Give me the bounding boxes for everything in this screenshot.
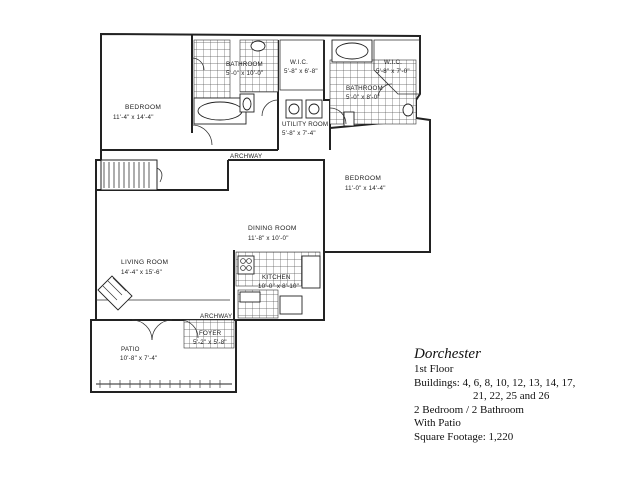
plan-title: Dorchester [414,346,481,362]
bathroom-fixtures [193,39,414,127]
wic2-name: W.I.C. [384,59,402,66]
stair-hatch [100,159,163,191]
archway-upper: ARCHWAY [230,153,262,160]
kitchen-size: 10'-0" x 8'-10" [258,283,299,290]
patio-name: PATIO [121,346,140,353]
dining-size: 11'-8" x 10'-0" [248,235,289,242]
buildings-line-1: Buildings: 4, 6, 8, 10, 12, 13, 14, 17, [414,376,576,389]
utility-equipment [285,99,323,119]
utility-name: UTILITY ROOM [282,121,328,128]
living-room-chair [97,275,133,311]
closet-outlines [279,39,421,95]
living-size: 14'-4" x 15'-6" [121,269,162,276]
patio-railing [96,380,232,388]
kitchen-appliances [237,255,321,315]
bed-bath-label: 2 Bedroom / 2 Bathroom [414,403,524,416]
bedroom1-size: 11'-4" x 14'-4" [113,114,154,121]
utility-size: 5'-8" x 7'-4" [282,130,316,137]
dining-name: DINING ROOM [248,225,297,232]
doors [131,57,393,341]
archway-lower: ARCHWAY [200,313,232,320]
bath2-name: BATHROOM [346,85,383,92]
bedroom1-name: BEDROOM [125,104,161,111]
bath1-size: 5'-0" x 10'-0" [226,70,263,77]
wic2-size: 5'-8" x 7'-0" [376,68,410,75]
wic1-size: 5'-8" x 6'-8" [284,68,318,75]
wic1-name: W.I.C. [290,59,308,66]
patio-label: With Patio [414,417,461,429]
patio-size: 10'-8" x 7'-4" [120,355,157,362]
foyer-name: FOYER [199,330,222,337]
bath2-size: 5'-0" x 8'-0" [346,94,380,101]
square-footage-label: Square Footage: 1,220 [414,430,514,443]
foyer-size: 5'-2" x 5'-8" [193,339,227,346]
buildings-line-2: 21, 22, 25 and 26 [473,390,550,402]
bedroom2-name: BEDROOM [345,175,381,182]
bedroom2-size: 11'-0" x 14'-4" [345,185,386,192]
bath1-name: BATHROOM [226,61,263,68]
plan-legend: Dorchester 1st Floor Buildings: 4, 6, 8,… [414,345,629,444]
kitchen-name: KITCHEN [262,274,291,281]
living-name: LIVING ROOM [121,259,168,266]
floor-label: 1st Floor [414,363,454,375]
